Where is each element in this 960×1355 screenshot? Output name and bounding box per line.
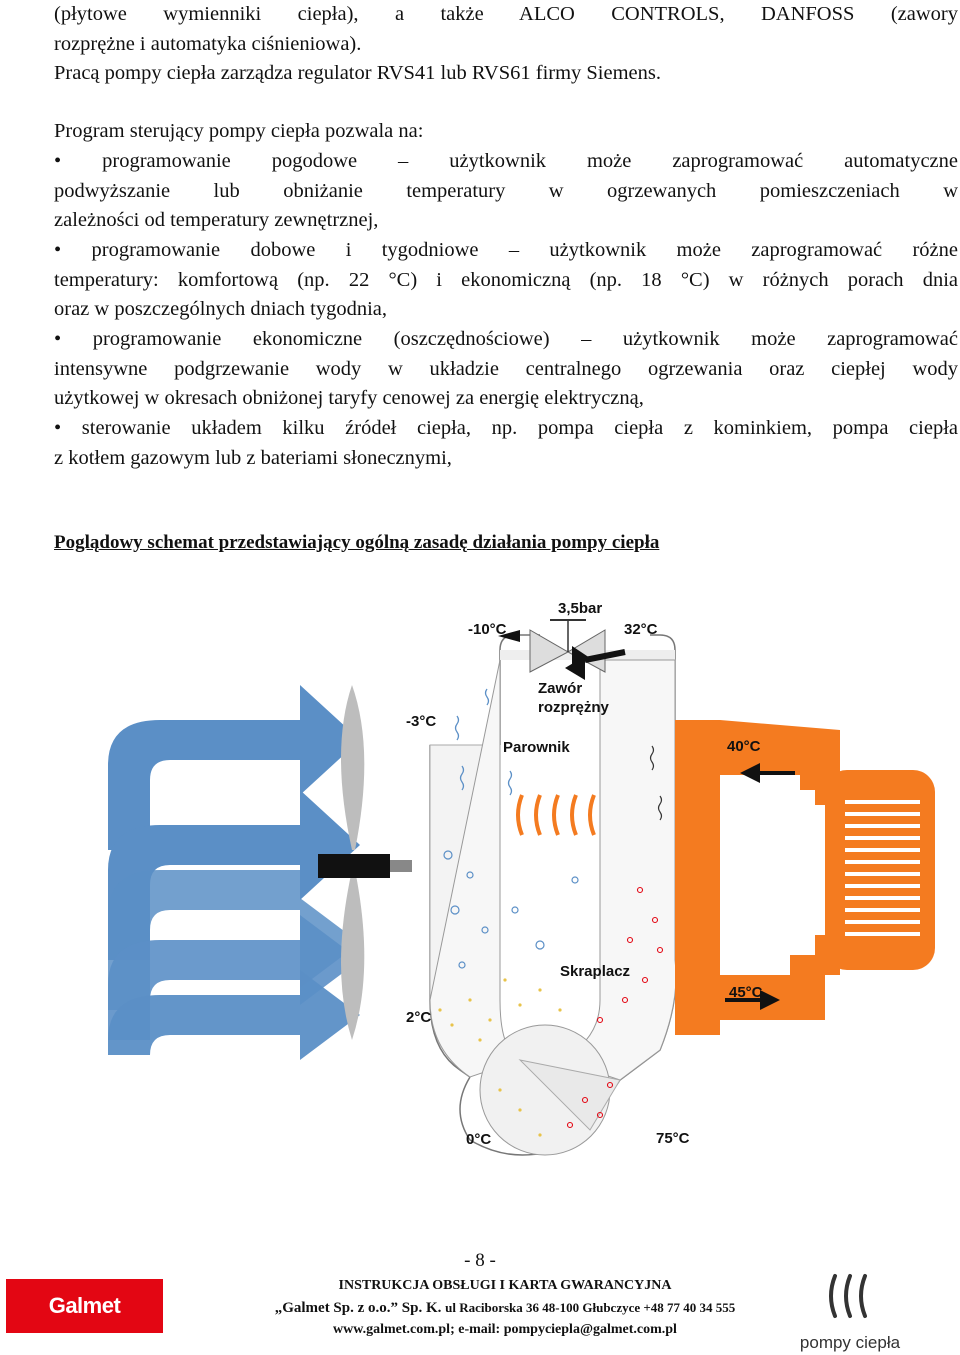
label-temp-0: 0°C — [466, 1131, 491, 1148]
diagram-heading: Poglądowy schemat przedstawiający ogólną… — [54, 532, 660, 553]
heat-waves — [516, 794, 596, 836]
text-line: oraz w poszczególnych dniach tygodnia, — [54, 298, 388, 321]
footer-address: ul Raciborska 36 48-100 Głubczyce +48 77… — [445, 1300, 736, 1315]
footer-contact: www.galmet.com.pl; e-mail: pompyciepla@g… — [333, 1322, 677, 1337]
bubbles-left — [443, 850, 579, 969]
air-flow-arrows — [108, 685, 360, 1060]
label-temp-45: 45°C — [729, 984, 763, 1001]
text-line: • sterowanie układem kilku źródeł ciepła… — [54, 417, 958, 440]
vapor-squiggles — [454, 688, 513, 796]
label-temp-2: 2°C — [406, 1009, 431, 1026]
footer-info: INSTRUKCJA OBSŁUGI I KARTA GWARANCYJNA „… — [200, 1275, 810, 1341]
text-line: Program sterujący pompy ciepła pozwala n… — [54, 120, 424, 143]
footer-company-line: „Galmet Sp. z o.o.” Sp. K. ul Raciborska… — [200, 1297, 810, 1319]
heating-circuit — [675, 720, 935, 1035]
label-valve-1: Zawór — [538, 680, 582, 697]
fan — [318, 685, 412, 1040]
page-number: - 8 - — [464, 1250, 496, 1271]
label-temp-75: 75°C — [656, 1130, 690, 1147]
galmet-logo: Galmet — [6, 1279, 163, 1333]
text-line: temperatury: komfortową (np. 22 °C) i ek… — [54, 268, 958, 291]
text-line: intensywne podgrzewanie wody w układzie … — [54, 357, 958, 380]
label-temp-minus3: -3°C — [406, 713, 436, 730]
text-line: • programowanie pogodowe – użytkownik mo… — [54, 149, 958, 172]
label-temp-32: 32°C — [624, 621, 658, 638]
heat-pump-diagram: 3,5bar -10°C 32°C Zawór rozprężny -3°C P… — [108, 600, 935, 1156]
text-line: z kotłem gazowym lub z bateriami słonecz… — [54, 446, 452, 469]
label-temp-minus10: -10°C — [468, 621, 507, 638]
water-flow-arrows — [725, 763, 795, 1010]
label-valve-2: rozprężny — [538, 699, 610, 716]
text-line: • programowanie dobowe i tygodniowe – uż… — [54, 238, 958, 261]
text-line: zależności od temperatury zewnętrznej, — [54, 209, 379, 232]
text-line: • programowanie ekonomiczne (oszczędnośc… — [54, 328, 958, 351]
dots-yellow — [438, 978, 562, 1137]
pompy-ciepla-logo: pompy ciepła — [800, 1274, 901, 1352]
logo-text: Galmet — [48, 1293, 121, 1318]
text-line: podwyższanie lub obniżanie temperatury w… — [54, 179, 958, 202]
label-pressure: 3,5bar — [558, 600, 602, 617]
label-condenser: Skraplacz — [560, 963, 630, 980]
label-evaporator: Parownik — [503, 739, 570, 756]
heat-waves-icon — [829, 1274, 867, 1318]
brand-text: pompy ciepła — [800, 1333, 901, 1352]
label-temp-40: 40°C — [727, 738, 761, 755]
footer-company: „Galmet Sp. z o.o.” Sp. K. — [274, 1300, 442, 1316]
text-line: użytkowej w okresach obniżonej taryfy ce… — [54, 387, 644, 410]
bubbles-right — [566, 886, 664, 1129]
text-line: (płytowe wymienniki ciepła), a także ALC… — [54, 3, 958, 25]
body-text: (płytowe wymienniki ciepła), a także ALC… — [54, 0, 958, 474]
text-line: rozprężne i automatyka ciśnieniowa). — [54, 32, 362, 55]
text-line: Pracą pompy ciepła zarządza regulator RV… — [54, 62, 662, 85]
evaporator-column — [429, 650, 677, 1156]
radiator-fins — [845, 800, 920, 936]
flow-arrows — [498, 630, 590, 670]
footer-title: INSTRUKCJA OBSŁUGI I KARTA GWARANCYJNA — [338, 1278, 672, 1293]
